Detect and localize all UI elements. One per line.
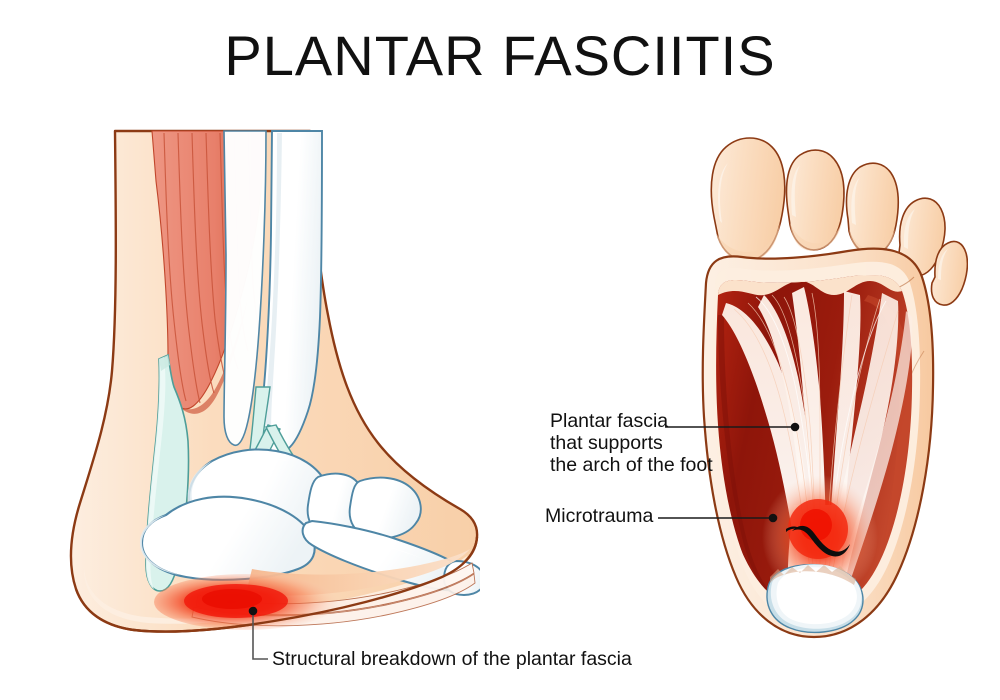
toes: [710, 137, 968, 306]
label-plantar-fascia-line2: that supports: [550, 432, 663, 454]
microtrauma-tear: [786, 525, 850, 557]
label-structural-breakdown: Structural breakdown of the plantar fasc…: [272, 648, 632, 670]
plantar-view-figure: [701, 137, 968, 639]
page-title: PLANTAR FASCIITIS: [224, 24, 776, 87]
tibia-bone: [260, 130, 323, 454]
cuneiform-bone: [348, 476, 422, 540]
calcaneus-bone-plantar: [766, 563, 864, 634]
sole-outline: [74, 536, 479, 633]
label-plantar-fascia-line1: Plantar fascia: [550, 410, 669, 432]
sole-subcutaneous-layer: [83, 555, 468, 624]
calcaneus-bone: [140, 495, 316, 581]
lateral-foot-figure: [69, 129, 480, 633]
toe-5: [930, 240, 968, 306]
fibula-bone: [223, 130, 267, 447]
label-plantar-fascia-line3: the arch of the foot: [550, 454, 713, 476]
label-microtrauma: Microtrauma: [545, 505, 654, 527]
inflammation-glow: [154, 574, 338, 630]
label-plantar-fascia: Plantar fascia that supports the arch of…: [550, 410, 713, 476]
